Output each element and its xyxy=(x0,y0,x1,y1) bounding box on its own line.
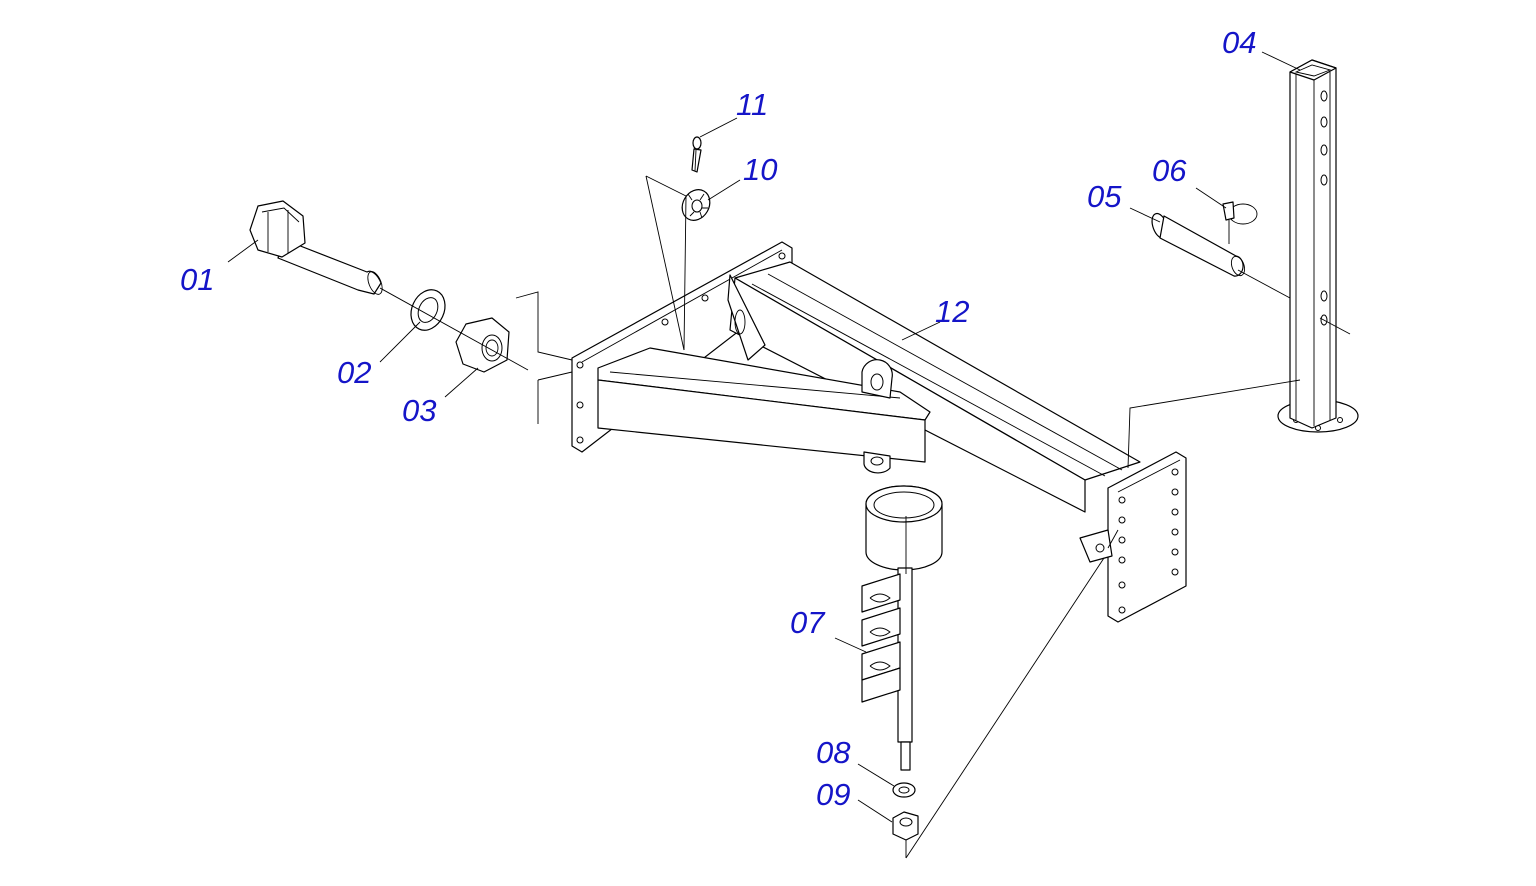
callout-05: 05 xyxy=(1087,179,1122,214)
callout-06: 06 xyxy=(1152,153,1187,188)
part-06-lynch-pin xyxy=(1222,201,1258,244)
part-07-sleeve-with-spacers xyxy=(861,485,943,771)
callout-03: 03 xyxy=(402,393,436,428)
callout-04: 04 xyxy=(1222,25,1256,60)
callout-08: 08 xyxy=(816,735,851,770)
callout-11: 11 xyxy=(736,87,768,122)
part-05-pin xyxy=(1151,212,1246,277)
part-10-castle-nut xyxy=(681,189,711,221)
callout-01: 01 xyxy=(180,262,214,297)
callout-labels: 01 02 03 04 05 06 07 08 09 10 11 12 xyxy=(180,25,1256,812)
part-09-nut xyxy=(892,811,919,841)
callout-02: 02 xyxy=(337,355,371,390)
callout-12: 12 xyxy=(935,294,969,329)
part-04-post xyxy=(1277,59,1359,433)
part-02-washer xyxy=(410,289,446,331)
part-11-split-pin xyxy=(691,136,702,173)
callout-10: 10 xyxy=(743,152,777,187)
part-08-washer xyxy=(892,782,916,798)
callout-07: 07 xyxy=(790,605,826,640)
callout-09: 09 xyxy=(816,777,850,812)
part-01-hex-bolt xyxy=(249,200,383,295)
leader-lines xyxy=(227,51,1351,859)
part-12-main-frame xyxy=(571,241,1187,623)
